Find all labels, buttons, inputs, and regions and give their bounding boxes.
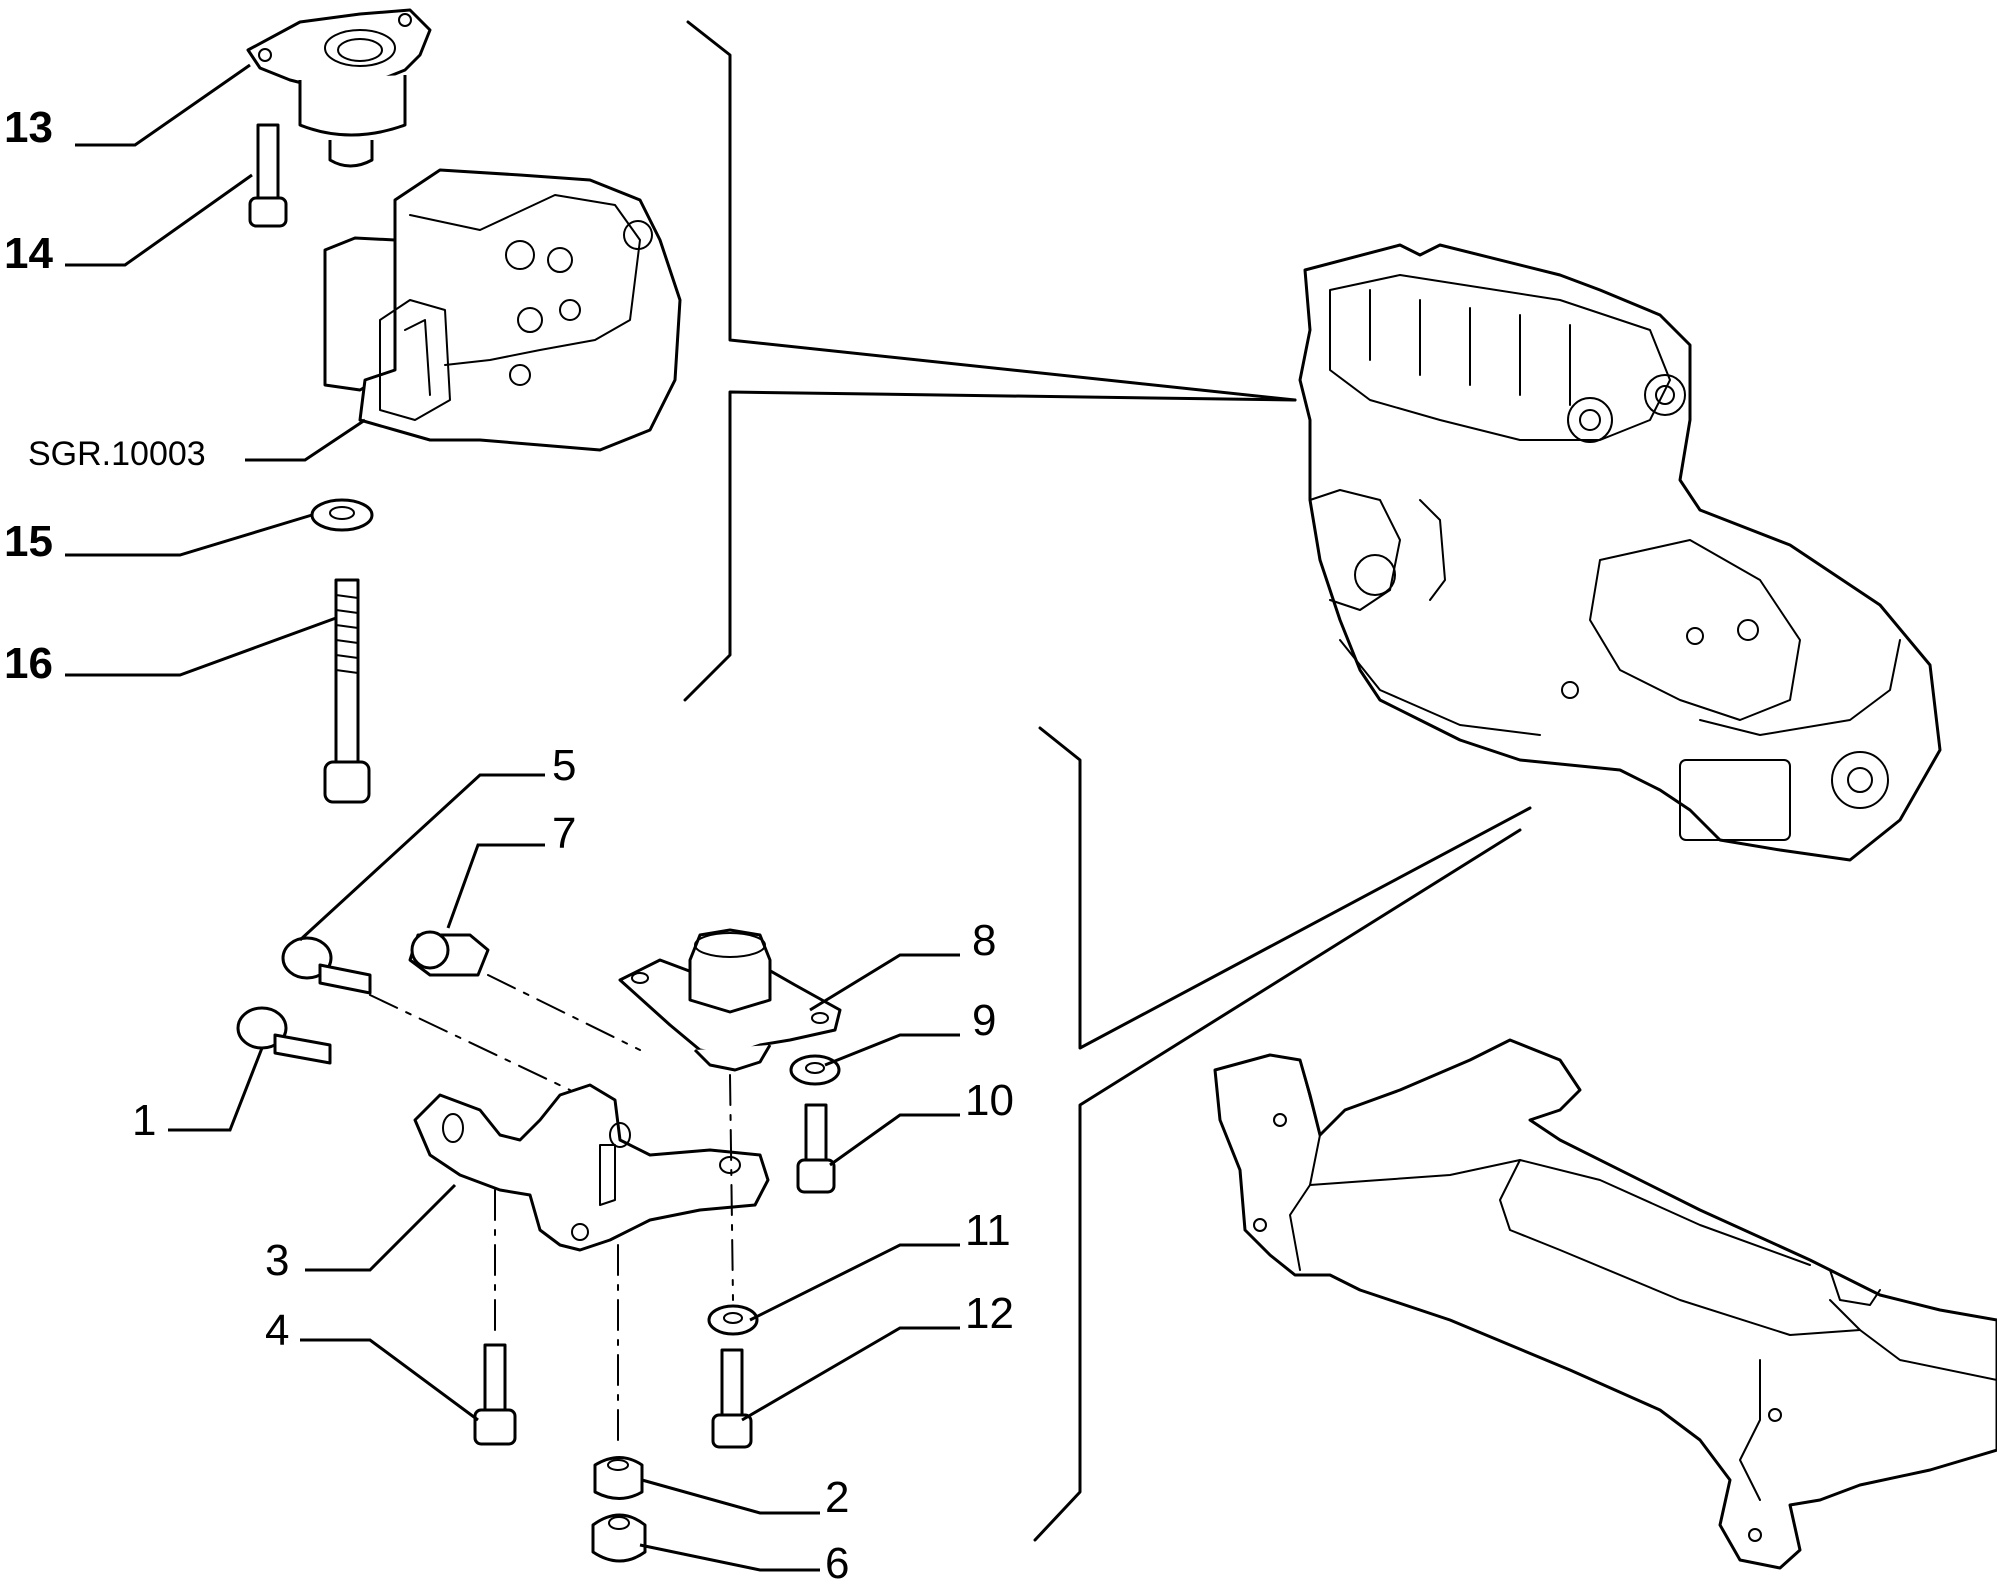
engine-mount-8	[618, 928, 842, 1072]
callout-sgr: SGR.10003	[28, 435, 206, 473]
callout-11: 11	[965, 1206, 1011, 1255]
leader-10	[829, 1113, 960, 1167]
leader-4	[300, 1338, 479, 1422]
upper-mount-bushing	[246, 8, 432, 168]
callout-2: 2	[825, 1473, 849, 1522]
callout-15: 15	[4, 517, 53, 566]
callout-4: 4	[265, 1306, 289, 1355]
callout-9: 9	[972, 996, 996, 1045]
bolt-4	[473, 1343, 517, 1446]
leader-16	[65, 616, 337, 677]
callout-16: 16	[4, 639, 53, 688]
callout-3: 3	[265, 1236, 289, 1285]
upper-group-bracket	[683, 20, 1297, 702]
leader-14	[65, 173, 253, 267]
leader-13	[75, 63, 251, 147]
washer-2	[593, 1456, 644, 1500]
mount-bracket-3	[413, 1083, 770, 1252]
bolt-12	[711, 1348, 753, 1449]
callout-13: 13	[4, 103, 53, 152]
washer-9	[789, 1054, 841, 1086]
leader-1	[168, 1047, 264, 1132]
subframe-crossmember	[1213, 1038, 1997, 1570]
callout-5: 5	[552, 741, 576, 790]
bolt-10	[796, 1103, 836, 1194]
callout-6: 6	[825, 1539, 849, 1584]
callout-7: 7	[552, 809, 576, 858]
bolt-14	[248, 123, 288, 228]
bushing-7	[408, 930, 490, 977]
split-washer-15	[310, 498, 374, 532]
leader-5	[298, 773, 545, 942]
nut-6	[591, 1513, 647, 1563]
engine-bracket-assembly	[323, 168, 682, 452]
callout-10: 10	[965, 1076, 1014, 1125]
leader-2	[641, 1478, 820, 1515]
leader-7	[446, 843, 545, 929]
long-bolt-16	[323, 578, 371, 804]
bolt-5	[281, 936, 372, 995]
leader-11	[749, 1243, 960, 1322]
washer-11	[707, 1304, 759, 1336]
leader-sgr	[245, 418, 366, 462]
leader-12	[741, 1326, 960, 1422]
leader-15	[65, 513, 313, 557]
callout-8: 8	[972, 916, 996, 965]
callout-12: 12	[965, 1289, 1014, 1338]
callout-14: 14	[4, 229, 53, 278]
leader-6	[639, 1543, 820, 1572]
engine-gearbox-assembly	[1298, 243, 1942, 862]
callout-1: 1	[132, 1096, 156, 1145]
lower-group-bracket	[1033, 726, 1532, 1542]
leader-8	[809, 953, 960, 1012]
leader-9	[824, 1033, 960, 1067]
bolt-1	[236, 1006, 332, 1065]
leader-3	[305, 1183, 457, 1272]
